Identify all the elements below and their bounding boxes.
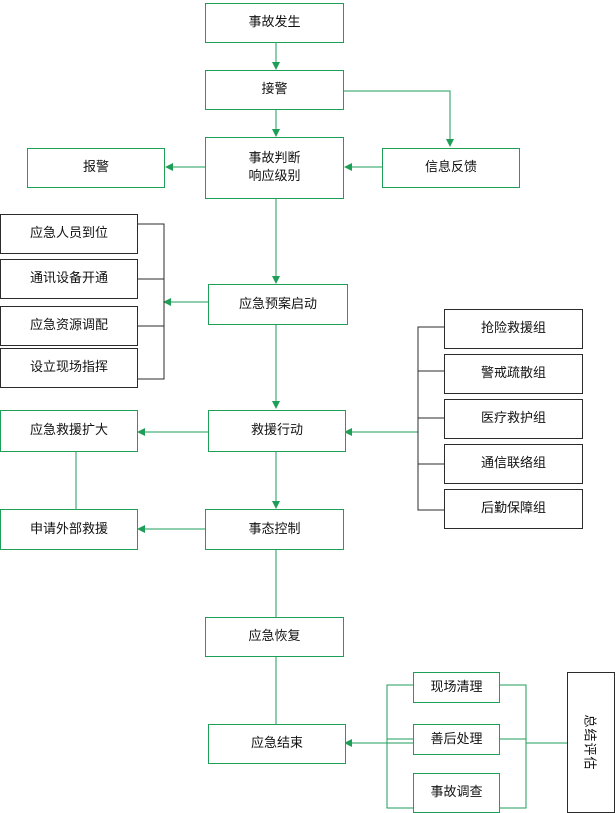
node-rescue: 救援行动: [208, 410, 346, 452]
aftermath-item: 事故调查: [413, 773, 500, 813]
team-item: 抢险救援组: [444, 309, 583, 349]
node-feedback: 信息反馈: [382, 148, 520, 188]
node-summary: 总结评估: [567, 672, 615, 813]
team-item: 警戒疏散组: [444, 354, 583, 394]
node-judge: 事故判断 响应级别: [205, 137, 344, 199]
node-recover: 应急恢复: [205, 617, 344, 657]
summary-label: 总结评估: [581, 714, 597, 771]
node-alarm-receive: 接警: [205, 70, 344, 110]
aftermath-item: 现场清理: [413, 672, 500, 703]
node-external: 申请外部救援: [0, 509, 138, 550]
node-end: 应急结束: [208, 724, 346, 764]
node-report: 报警: [27, 148, 165, 188]
team-item: 后勤保障组: [444, 489, 583, 529]
node-start: 事故发生: [205, 3, 344, 43]
team-item: 医疗救护组: [444, 399, 583, 439]
aftermath-item: 善后处理: [413, 724, 500, 755]
prep-item: 设立现场指挥: [0, 348, 138, 388]
prep-item: 通讯设备开通: [0, 259, 138, 299]
prep-item: 应急资源调配: [0, 306, 138, 346]
prep-item: 应急人员到位: [0, 214, 138, 254]
node-expand: 应急救援扩大: [0, 410, 138, 452]
node-plan-start: 应急预案启动: [208, 284, 348, 325]
team-item: 通信联络组: [444, 444, 583, 484]
node-control: 事态控制: [205, 509, 344, 550]
